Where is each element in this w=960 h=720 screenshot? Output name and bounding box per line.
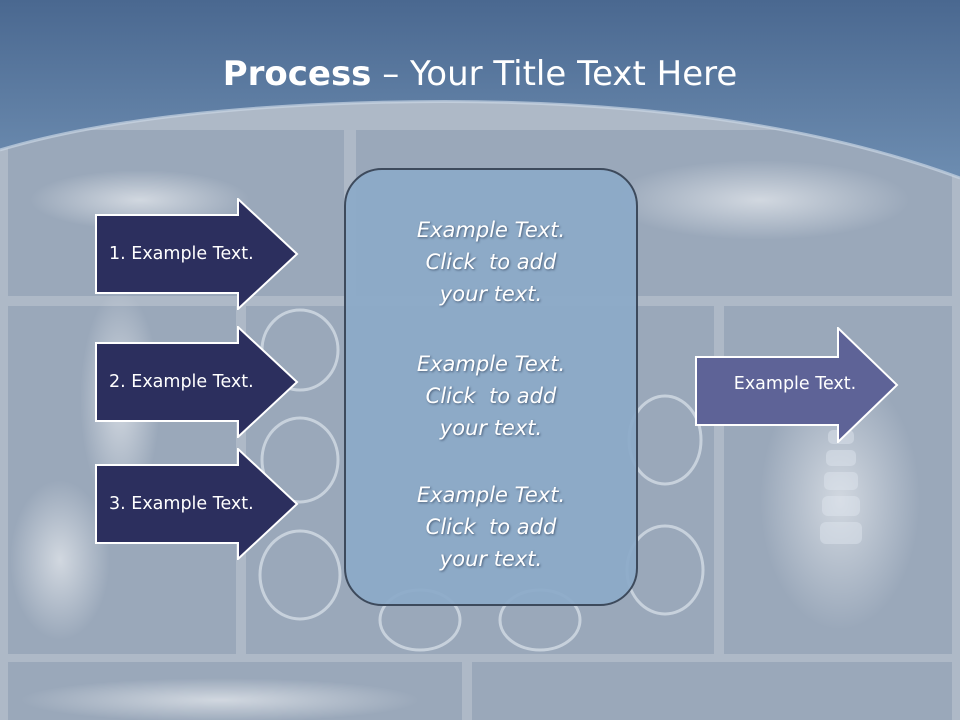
box-line: Click to add (425, 384, 557, 408)
right-arrow-shape-icon (95, 448, 299, 560)
step-arrow-3[interactable]: 3. Example Text. (95, 448, 300, 560)
box-line: Click to add (425, 250, 557, 274)
center-text-box[interactable]: Example Text. Click to add your text. Ex… (344, 168, 638, 606)
step-label: 3. Example Text. (109, 494, 254, 514)
step-label: 2. Example Text. (109, 372, 254, 392)
box-line: your text. (439, 416, 543, 440)
box-line: your text. (439, 547, 543, 571)
header-band (0, 0, 960, 180)
box-paragraph-2: Example Text. Click to add your text. (346, 348, 636, 444)
result-arrow[interactable]: Example Text. (695, 327, 900, 443)
box-paragraph-1: Example Text. Click to add your text. (346, 214, 636, 310)
right-arrow-shape-icon (95, 198, 299, 310)
box-paragraph-3: Example Text. Click to add your text. (346, 479, 636, 575)
box-line: Example Text. (416, 352, 566, 376)
box-line: your text. (439, 282, 543, 306)
title-rest: – Your Title Text Here (371, 54, 738, 94)
step-arrow-1[interactable]: 1. Example Text. (95, 198, 300, 310)
right-arrow-shape-icon (695, 327, 899, 443)
title-bold: Process (222, 54, 372, 94)
step-arrow-2[interactable]: 2. Example Text. (95, 326, 300, 438)
box-line: Example Text. (416, 218, 566, 242)
slide-title: Process – Your Title Text Here (0, 52, 960, 96)
step-label: 1. Example Text. (109, 244, 254, 264)
right-arrow-shape-icon (95, 326, 299, 438)
box-line: Example Text. (416, 483, 566, 507)
box-line: Click to add (425, 515, 557, 539)
result-label: Example Text. (733, 374, 857, 394)
